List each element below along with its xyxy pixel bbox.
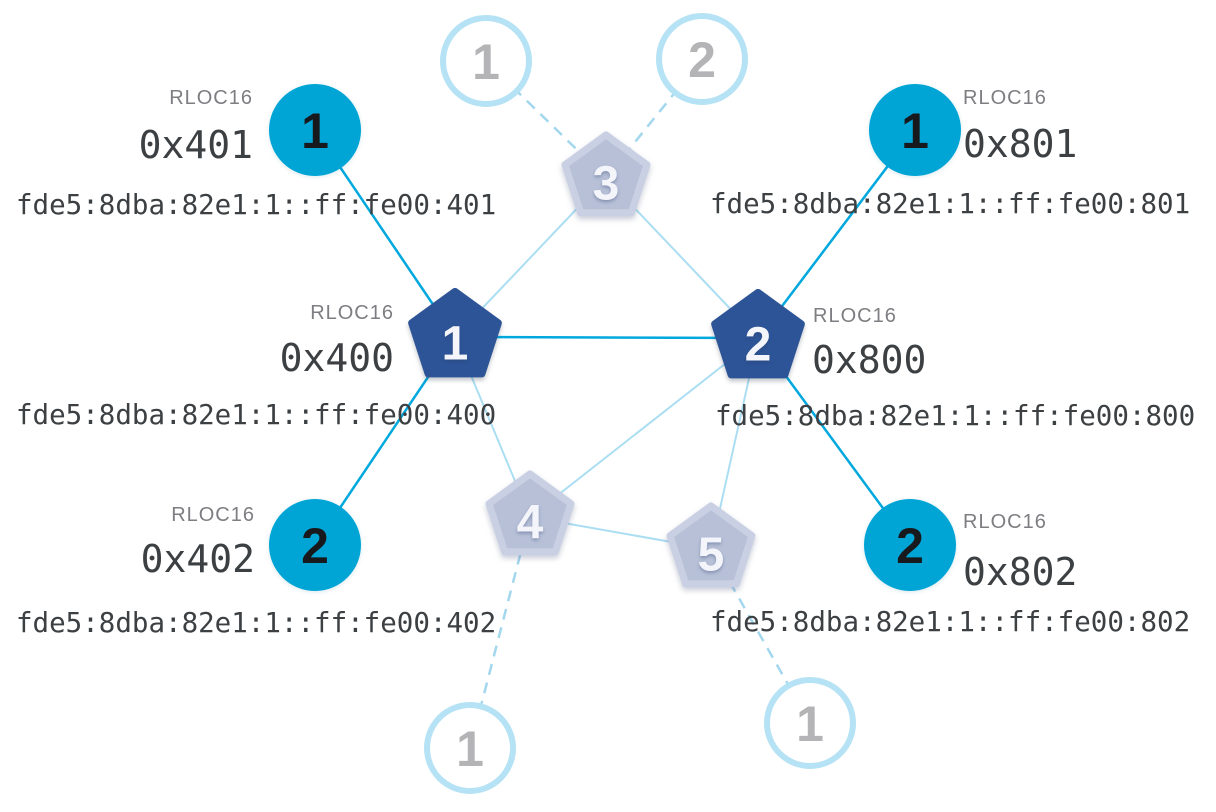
- child-circle: [424, 702, 516, 794]
- rloc16-label: RLOC16: [963, 87, 1047, 109]
- node-number: 1: [901, 103, 929, 159]
- labels-router-800: RLOC16 0x800 fde5:8dba:82e1:1::ff:fe00:8…: [715, 305, 1195, 432]
- node-number: 2: [896, 518, 924, 574]
- rloc16-label: RLOC16: [813, 305, 897, 327]
- labels-router-400: RLOC16 0x400 fde5:8dba:82e1:1::ff:fe00:4…: [16, 302, 496, 431]
- node-labels: RLOC16 0x401 fde5:8dba:82e1:1::ff:fe00:4…: [16, 87, 1195, 639]
- node-faded-child-bottom-left[interactable]: 1: [424, 702, 516, 794]
- nodes: 1 2 1 1 3 4 5 1: [269, 13, 961, 794]
- child-circle: [269, 84, 361, 176]
- rloc16-label: RLOC16: [171, 504, 255, 526]
- rloc16-value: 0x402: [141, 537, 255, 581]
- node-number: 5: [698, 529, 725, 582]
- child-circle: [864, 499, 956, 591]
- node-number: 2: [301, 518, 329, 574]
- ipv6-address: fde5:8dba:82e1:1::ff:fe00:402: [16, 607, 496, 639]
- rloc16-value: 0x801: [963, 122, 1077, 166]
- ipv6-address: fde5:8dba:82e1:1::ff:fe00:400: [16, 399, 496, 431]
- labels-child-802: RLOC16 0x802 fde5:8dba:82e1:1::ff:fe00:8…: [710, 511, 1190, 638]
- node-faded-router-3[interactable]: 3: [561, 131, 651, 217]
- node-child-401[interactable]: 1: [269, 84, 361, 176]
- link-router4-router800: [529, 337, 759, 518]
- node-faded-router-4[interactable]: 4: [485, 470, 575, 556]
- link-router5-fadedchild-bottom-right: [709, 548, 812, 724]
- node-faded-router-5[interactable]: 5: [666, 502, 756, 588]
- node-child-802[interactable]: 2: [864, 499, 956, 591]
- router-pentagon: [485, 470, 575, 556]
- child-circle: [269, 499, 361, 591]
- node-number: 1: [472, 34, 500, 90]
- labels-child-401: RLOC16 0x401 fde5:8dba:82e1:1::ff:fe00:4…: [16, 87, 496, 221]
- node-faded-child-top-right[interactable]: 2: [656, 13, 748, 105]
- rloc16-label: RLOC16: [963, 511, 1047, 533]
- node-number: 2: [745, 319, 772, 372]
- rloc16-label: RLOC16: [169, 87, 253, 109]
- labels-child-801: RLOC16 0x801 fde5:8dba:82e1:1::ff:fe00:8…: [710, 87, 1190, 220]
- router-pentagon: [666, 502, 756, 588]
- node-faded-child-bottom-right[interactable]: 1: [764, 677, 856, 769]
- child-circle: [440, 15, 532, 107]
- router-pentagon: [711, 289, 805, 379]
- node-number: 1: [796, 696, 824, 752]
- child-circle: [869, 84, 961, 176]
- router-pentagon: [408, 288, 502, 378]
- ipv6-address: fde5:8dba:82e1:1::ff:fe00:802: [710, 606, 1190, 638]
- node-child-402[interactable]: 2: [269, 499, 361, 591]
- rloc16-value: 0x800: [812, 338, 926, 382]
- child-circle: [656, 13, 748, 105]
- node-number: 1: [456, 721, 484, 777]
- node-router-400[interactable]: 1: [408, 288, 502, 378]
- node-number: 4: [517, 497, 544, 550]
- node-faded-child-top-left[interactable]: 1: [440, 15, 532, 107]
- node-number: 1: [301, 103, 329, 159]
- node-number: 1: [442, 318, 469, 371]
- child-circle: [764, 677, 856, 769]
- node-child-801[interactable]: 1: [869, 84, 961, 176]
- node-number: 3: [593, 158, 620, 211]
- link-router400-router800: [454, 335, 759, 340]
- ipv6-address: fde5:8dba:82e1:1::ff:fe00:801: [710, 188, 1190, 220]
- ipv6-address: fde5:8dba:82e1:1::ff:fe00:401: [16, 189, 496, 221]
- rloc16-value: 0x400: [280, 336, 394, 380]
- node-number: 2: [688, 32, 716, 88]
- rloc16-value: 0x401: [139, 123, 253, 167]
- rloc16-value: 0x802: [963, 550, 1077, 594]
- node-router-800[interactable]: 2: [711, 289, 805, 379]
- ipv6-address: fde5:8dba:82e1:1::ff:fe00:800: [715, 400, 1195, 432]
- labels-child-402: RLOC16 0x402 fde5:8dba:82e1:1::ff:fe00:4…: [16, 504, 496, 639]
- router-pentagon: [561, 131, 651, 217]
- rloc16-label: RLOC16: [310, 302, 394, 324]
